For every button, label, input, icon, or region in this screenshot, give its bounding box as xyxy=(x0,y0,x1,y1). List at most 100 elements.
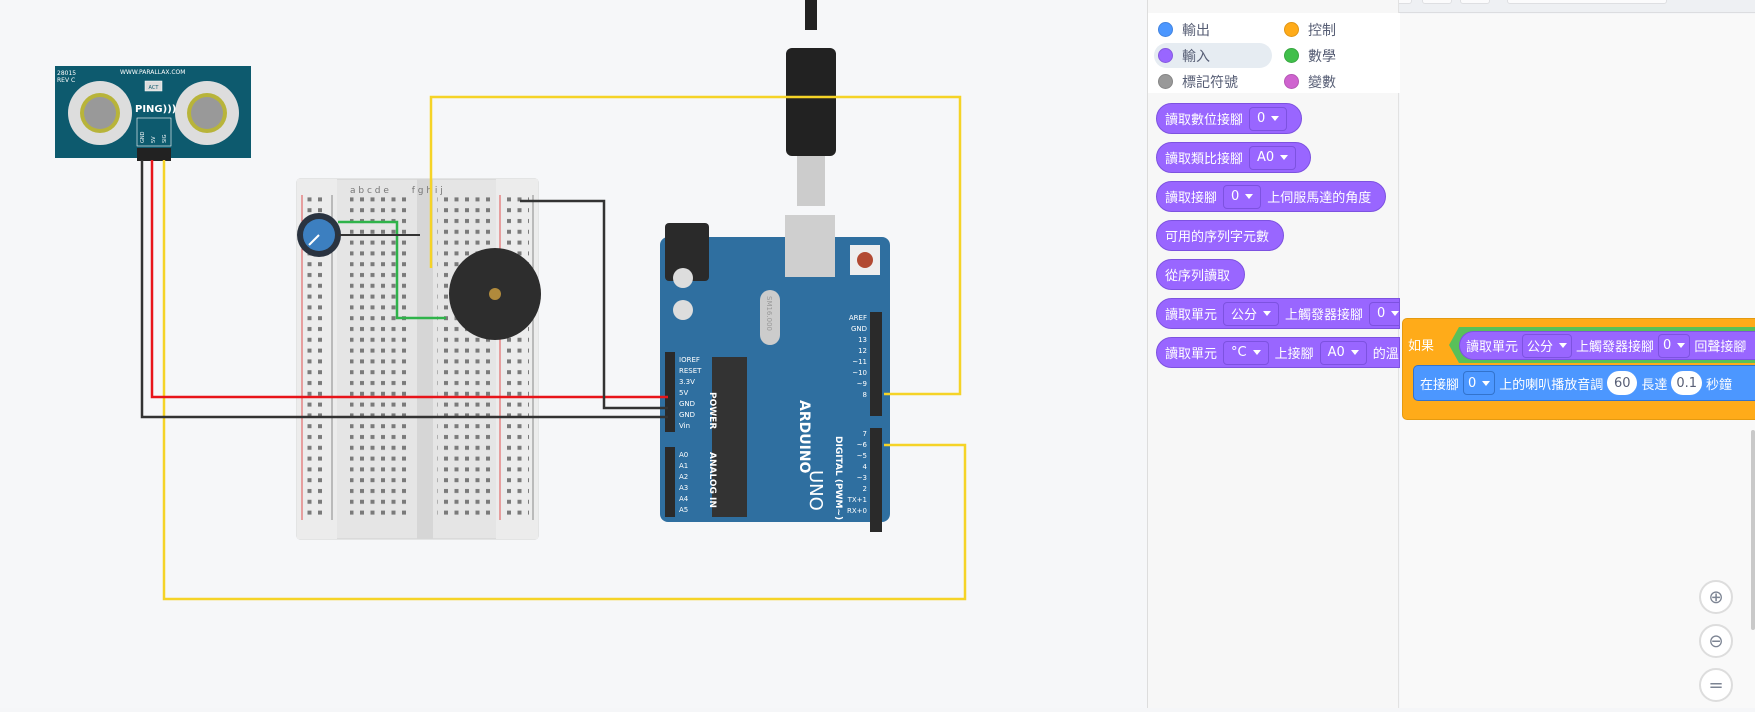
block-text: 可用的序列字元數 xyxy=(1165,230,1270,245)
pin-label: TX+1 xyxy=(847,496,867,504)
category-color-icon xyxy=(1284,74,1299,89)
pin-label: A3 xyxy=(679,484,688,492)
category-label: 變數 xyxy=(1308,74,1336,91)
wire-yellow-pin10[interactable] xyxy=(429,95,962,396)
sensor-rev: REV C xyxy=(57,77,75,84)
breadboard-col-labels: a b c d e f g h i j xyxy=(350,186,443,196)
pin-label: GND xyxy=(679,400,695,408)
category-4[interactable]: 標記符號 xyxy=(1154,69,1272,94)
block-read-servo-angle[interactable]: 讀取接腳 0 上伺服馬達的角度 xyxy=(1156,181,1387,212)
block-text: 讀取接腳 xyxy=(1165,191,1218,206)
pin-dropdown[interactable]: A0 xyxy=(1319,340,1367,365)
pin-label: A5 xyxy=(679,506,688,514)
block-text: 上觸發器接腳 xyxy=(1285,308,1364,323)
pin-label: ~9 xyxy=(857,380,867,388)
toolbar-field[interactable] xyxy=(1507,0,1667,4)
pin-label: RESET xyxy=(679,367,702,375)
block-text: 上觸發器接腳 xyxy=(1576,340,1655,355)
pin-label: GND xyxy=(679,411,695,419)
pin-label: 2 xyxy=(863,485,867,493)
sensor-pin-label: SIG xyxy=(162,134,168,143)
arduino-uno[interactable]: SM16.000 ARDUINO UNO DIGITAL (PWM~) POWE… xyxy=(660,215,890,532)
pin-label: A2 xyxy=(679,473,688,481)
pin-dropdown[interactable]: 0 xyxy=(1463,371,1496,395)
block-text: 回聲接腳 xyxy=(1694,340,1747,355)
block-text: 長達 xyxy=(1641,377,1668,393)
zoom-out-button[interactable]: ⊖ xyxy=(1699,624,1733,658)
ultrasonic-sensor[interactable]: 28015 REV C WWW.PARALLAX.COM ACT PING)))… xyxy=(55,66,251,161)
pin-label: A1 xyxy=(679,462,688,470)
sensor-led-label: ACT xyxy=(149,85,160,91)
block-text: 上的喇叭播放音調 xyxy=(1499,377,1604,393)
zoom-in-icon: ⊕ xyxy=(1708,586,1724,608)
zoom-reset-button[interactable]: = xyxy=(1699,668,1733,702)
wire-black-gnd2[interactable] xyxy=(520,199,668,410)
tone-input[interactable]: 60 xyxy=(1607,371,1638,395)
category-color-icon xyxy=(1284,22,1299,37)
pin-label: 13 xyxy=(858,336,867,344)
block-read-digital-pin[interactable]: 讀取數位接腳 0 xyxy=(1156,103,1303,134)
wire-yellow-pin6[interactable] xyxy=(162,160,967,601)
block-text: 秒鐘 xyxy=(1706,377,1733,393)
block-text: 的溫度 xyxy=(1372,347,1399,362)
pin-dropdown[interactable]: 0 xyxy=(1369,301,1399,326)
pin-label: RX+0 xyxy=(847,507,867,515)
zoom-in-button[interactable]: ⊕ xyxy=(1699,580,1733,614)
arduino-brand: ARDUINO xyxy=(796,400,812,474)
block-text: 從序列讀取 xyxy=(1165,269,1231,284)
block-read-temperature[interactable]: 讀取單元°C上接腳A0的溫度 xyxy=(1156,337,1400,368)
workspace-scrollbar[interactable] xyxy=(1751,430,1755,630)
block-read-analog-pin[interactable]: 讀取類比接腳 A0 xyxy=(1156,142,1312,173)
pin-label: GND xyxy=(851,325,867,333)
wire-black-gnd[interactable] xyxy=(140,160,668,419)
pin-dropdown[interactable]: A0 xyxy=(1249,145,1297,170)
pin-dropdown[interactable]: 0 xyxy=(1223,184,1262,209)
block-text: 讀取數位接腳 xyxy=(1165,113,1244,128)
toolbar-button[interactable] xyxy=(1460,0,1490,4)
category-0[interactable]: 輸出 xyxy=(1154,17,1272,42)
block-text: 上伺服馬達的角度 xyxy=(1267,191,1372,206)
circuit-canvas[interactable]: a b c d e f g h i j SM16.000 ARDUINO UNO… xyxy=(0,0,1147,708)
pin-label: Vin xyxy=(679,422,690,430)
pin-dropdown[interactable]: 0 xyxy=(1249,106,1288,131)
block-text: 讀取類比接腳 xyxy=(1165,152,1244,167)
category-list: 輸出控制輸入數學標記符號 變數 xyxy=(1148,13,1400,93)
block-serial-read[interactable]: 從序列讀取 xyxy=(1156,259,1246,290)
pin-label: ~5 xyxy=(857,452,867,460)
usb-cable xyxy=(786,0,836,206)
category-1[interactable]: 控制 xyxy=(1280,17,1398,42)
pin-label: IOREF xyxy=(679,356,700,364)
block-serial-available[interactable]: 可用的序列字元數 xyxy=(1156,220,1285,251)
unit-dropdown[interactable]: 公分 xyxy=(1223,301,1280,326)
sensor-pin-label: 5V xyxy=(151,136,157,143)
category-label: 標記符號 xyxy=(1182,74,1238,91)
pin-label: 8 xyxy=(863,391,867,399)
block-text: 讀取單元 xyxy=(1165,347,1218,362)
block-read-ultrasonic[interactable]: 讀取單元公分上觸發器接腳 0 xyxy=(1156,298,1400,329)
block-text: 讀取單元 xyxy=(1165,308,1218,323)
potentiometer[interactable] xyxy=(297,213,341,257)
pin-label: 7 xyxy=(863,430,867,438)
piezo-buzzer[interactable] xyxy=(449,248,541,340)
category-5[interactable]: 變數 xyxy=(1280,69,1398,94)
sensor-url: WWW.PARALLAX.COM xyxy=(120,69,185,76)
circuit-diagram[interactable]: a b c d e f g h i j SM16.000 ARDUINO UNO… xyxy=(0,0,1147,708)
toolbar-button[interactable] xyxy=(1422,0,1452,4)
duration-input[interactable]: 0.1 xyxy=(1671,371,1703,395)
pin-label: A4 xyxy=(679,495,689,503)
unit-dropdown[interactable]: °C xyxy=(1223,340,1269,365)
power-label: POWER xyxy=(707,392,717,429)
wire-red-5v[interactable] xyxy=(150,160,668,399)
pin-dropdown[interactable]: 0 xyxy=(1658,333,1691,358)
block-text: 讀取單元 xyxy=(1466,340,1519,355)
category-2[interactable]: 輸入 xyxy=(1154,43,1272,68)
category-color-icon xyxy=(1158,74,1173,89)
category-3[interactable]: 數學 xyxy=(1280,43,1398,68)
sensor-pin-label: GND xyxy=(140,131,146,143)
unit-dropdown[interactable]: 公分 xyxy=(1522,333,1573,358)
pin-label: AREF xyxy=(849,314,867,322)
